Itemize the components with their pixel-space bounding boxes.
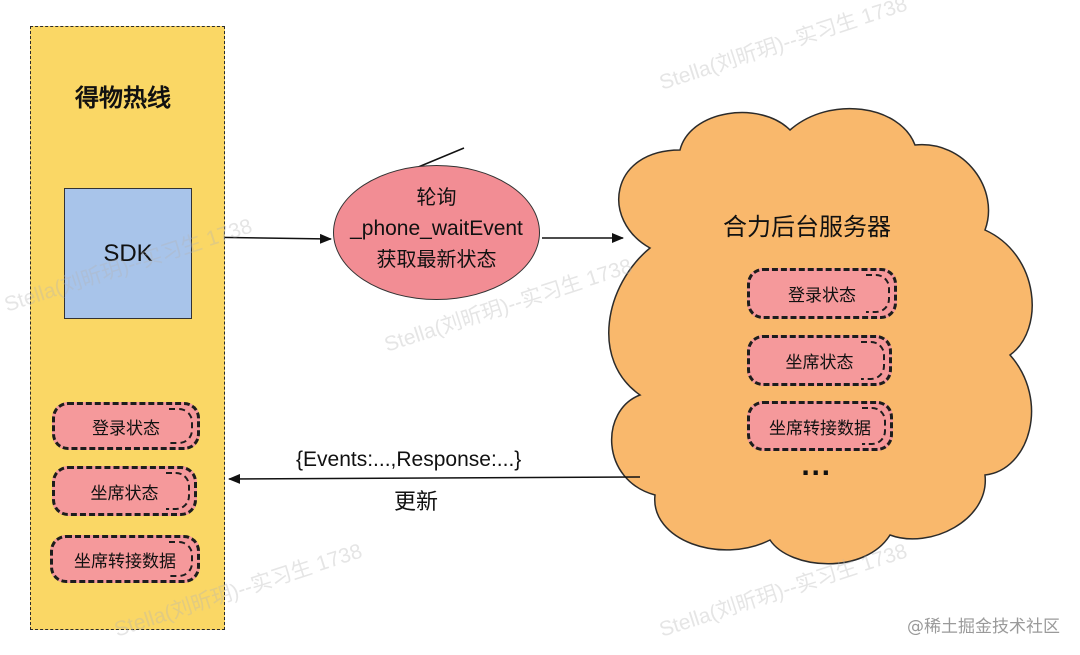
polling-title: 轮询	[416, 185, 457, 209]
watermark: Stella(刘昕玥)--实习生 1738	[656, 0, 911, 95]
server-title: 合力后台服务器	[723, 213, 891, 241]
response-payload-label: {Events:...,Response:...}	[296, 448, 522, 471]
polling-purpose: 获取最新状态	[376, 247, 497, 271]
client-state-seat: 坐席状态	[52, 466, 197, 516]
server-to-panel-arrow	[228, 473, 641, 484]
server-state-transfer-label: 坐席转接数据	[769, 418, 871, 439]
client-state-transfer: 坐席转接数据	[50, 535, 200, 583]
client-state-transfer-label: 坐席转接数据	[74, 551, 176, 572]
pill-cap	[861, 341, 885, 380]
pill-cap	[169, 541, 193, 577]
polling-node-text: 轮询 _phone_waitEvent 获取最新状态	[333, 182, 540, 275]
client-state-seat-label: 坐席状态	[90, 483, 159, 504]
pill-cap	[169, 408, 193, 444]
client-app-title: 得物热线	[75, 84, 171, 112]
client-app-panel	[30, 26, 225, 630]
server-more-ellipsis: ...	[801, 453, 832, 481]
sdk-label: SDK	[103, 239, 153, 267]
source-watermark: @稀土掘金技术社区	[907, 617, 1060, 637]
server-state-seat-label: 坐席状态	[785, 353, 854, 373]
polling-method: _phone_waitEvent	[350, 217, 523, 240]
client-state-login-label: 登录状态	[92, 418, 160, 439]
polling-node	[333, 165, 540, 300]
pill-cap	[862, 407, 886, 445]
watermark: Stella(刘昕玥)--实习生 1738	[656, 539, 911, 642]
server-state-seat: 坐席状态	[747, 335, 892, 386]
sdk-box[interactable]: SDK	[64, 188, 192, 319]
server-state-login-label: 登录状态	[788, 286, 856, 306]
pill-cap	[866, 274, 890, 313]
server-state-login: 登录状态	[747, 268, 897, 319]
client-state-login: 登录状态	[52, 402, 200, 450]
pill-cap	[166, 472, 190, 510]
server-state-transfer: 坐席转接数据	[747, 401, 893, 451]
update-label: 更新	[394, 490, 439, 515]
